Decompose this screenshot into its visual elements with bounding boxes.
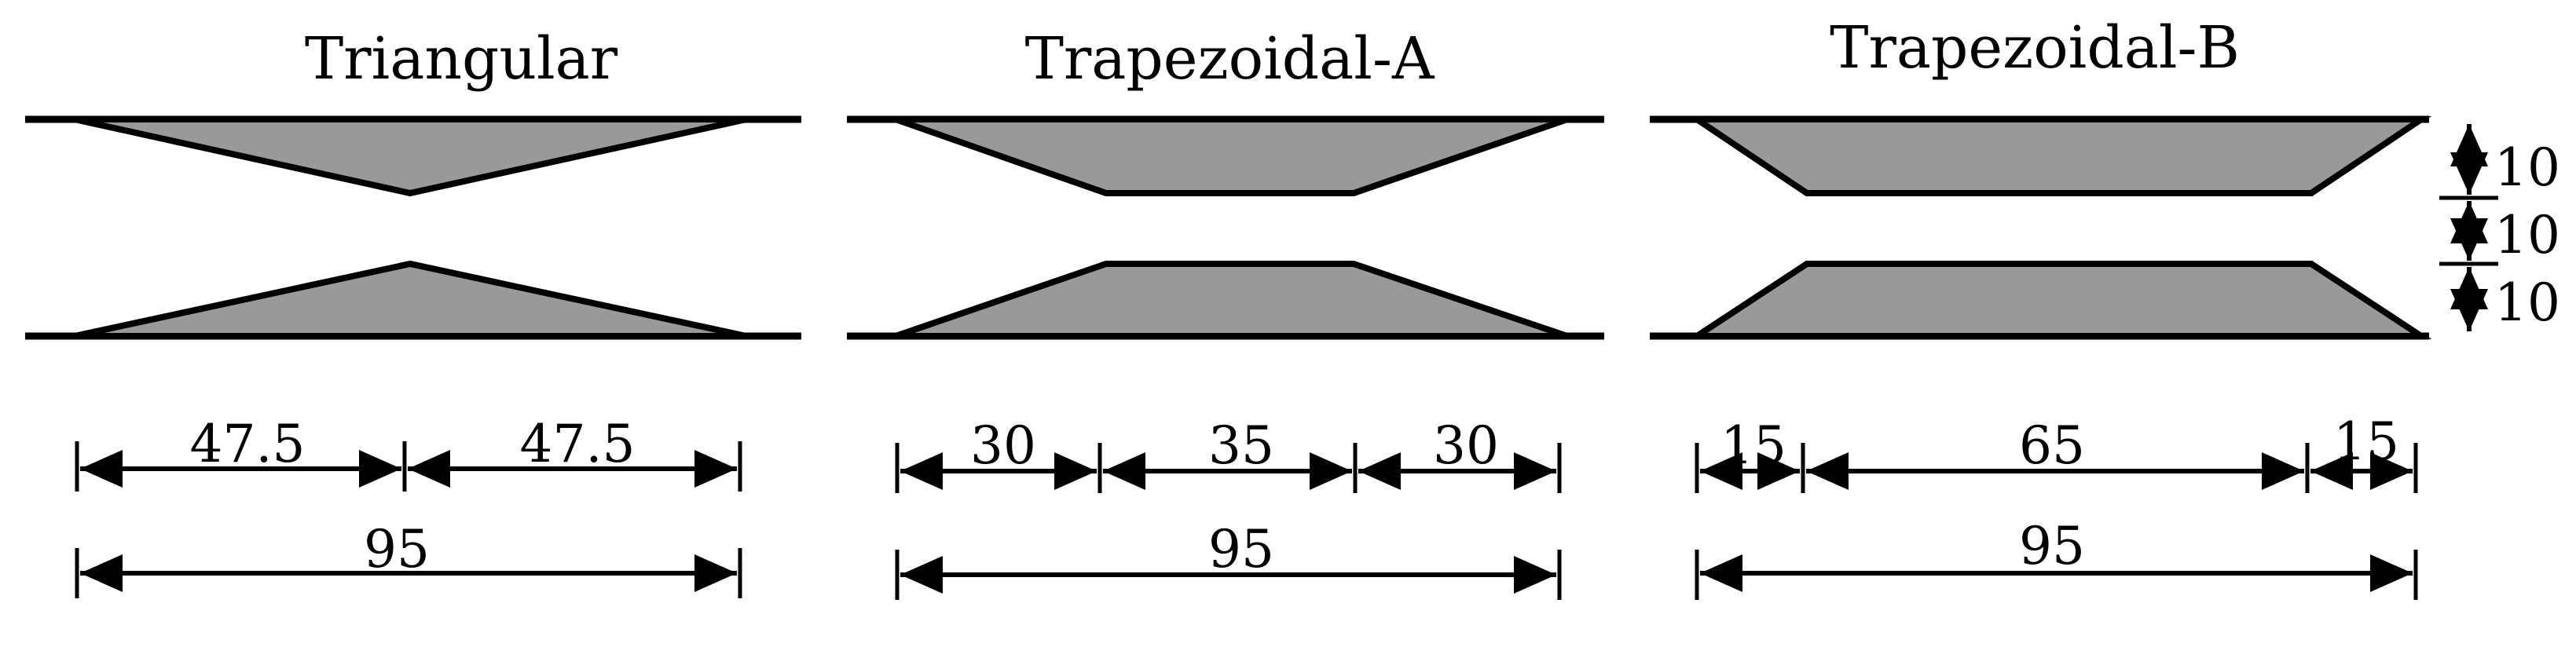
segment-dimensions: 30 35 30 [895,415,1562,493]
dim-label-vertical: 10 [2494,205,2560,265]
bottom-triangle-baffle [74,260,747,339]
top-trapezoid-baffle [1686,116,2432,196]
dim-label-total: 95 [1208,519,1274,579]
dim-label: 15 [2333,411,2399,472]
dim-label-total: 95 [2019,516,2085,576]
dim-label: 35 [1208,415,1274,476]
dim-label: 30 [1433,415,1499,476]
total-dimension: 95 [895,519,1562,600]
dim-label: 47.5 [520,414,636,474]
total-dimension: 95 [1695,516,2418,600]
panel-title-trapezoidal-b: Trapezoidal-B [1830,14,2240,82]
vertical-dimensions: 10 10 10 [2439,124,2560,333]
bottom-trapezoid-baffle [894,261,1569,339]
dim-label-vertical: 10 [2494,137,2560,198]
dim-label: 30 [970,415,1036,476]
dim-label: 15 [1720,415,1786,476]
panel-title-trapezoidal-a: Trapezoidal-A [1025,25,1435,93]
segment-dimensions: 47.5 47.5 [75,414,742,492]
bottom-trapezoid-baffle [1686,261,2432,339]
top-trapezoid-baffle [894,116,1569,196]
dim-label: 47.5 [190,414,306,474]
dim-label-vertical: 10 [2494,272,2560,333]
panel-trapezoidal-b: Trapezoidal-B 10 10 10 15 65 15 [1650,14,2560,600]
segment-dimensions: 15 65 15 [1695,411,2418,493]
panel-triangular: Triangular 47.5 47.5 95 [25,25,801,598]
panel-trapezoidal-a: Trapezoidal-A 30 35 30 95 [847,25,1604,600]
dim-label-total: 95 [364,519,430,579]
total-dimension: 95 [75,519,742,598]
panel-title-triangular: Triangular [305,25,618,93]
dim-label: 65 [2019,415,2085,476]
top-triangle-baffle [74,116,747,197]
